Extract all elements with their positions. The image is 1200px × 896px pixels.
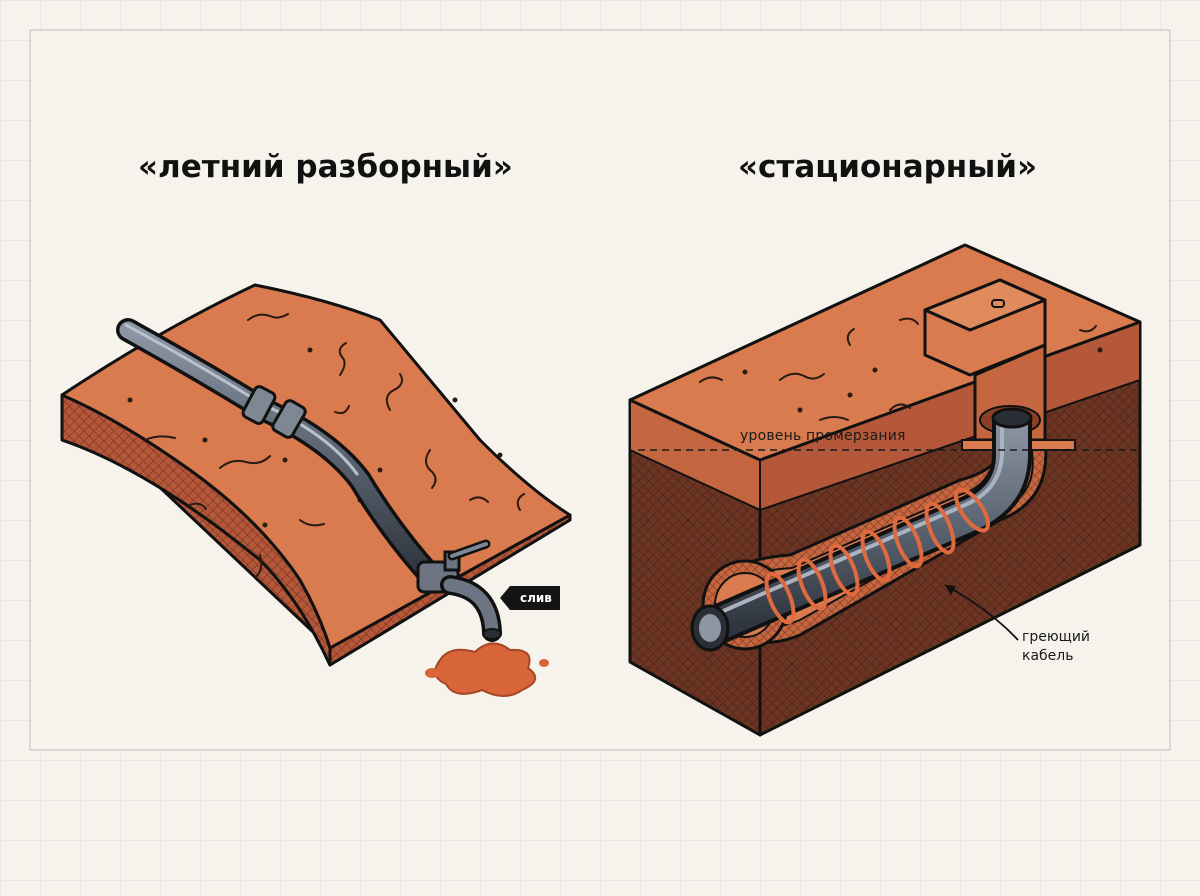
title-stationary-pipe: «стационарный» bbox=[738, 149, 1038, 185]
heating-cable-coil bbox=[764, 487, 991, 625]
water-puddle bbox=[425, 642, 549, 697]
stationary-pipe bbox=[690, 407, 1033, 652]
summer-pipe bbox=[116, 318, 442, 587]
cable-leader-line bbox=[944, 584, 1019, 641]
drain-label: слив bbox=[500, 586, 560, 610]
heating-cable-label: греющий кабель bbox=[1022, 629, 1091, 664]
frost-level-label: уровень промерзания bbox=[740, 428, 906, 444]
faucet bbox=[416, 539, 502, 642]
title-summer-pipe: «летний разборный» bbox=[138, 149, 513, 185]
